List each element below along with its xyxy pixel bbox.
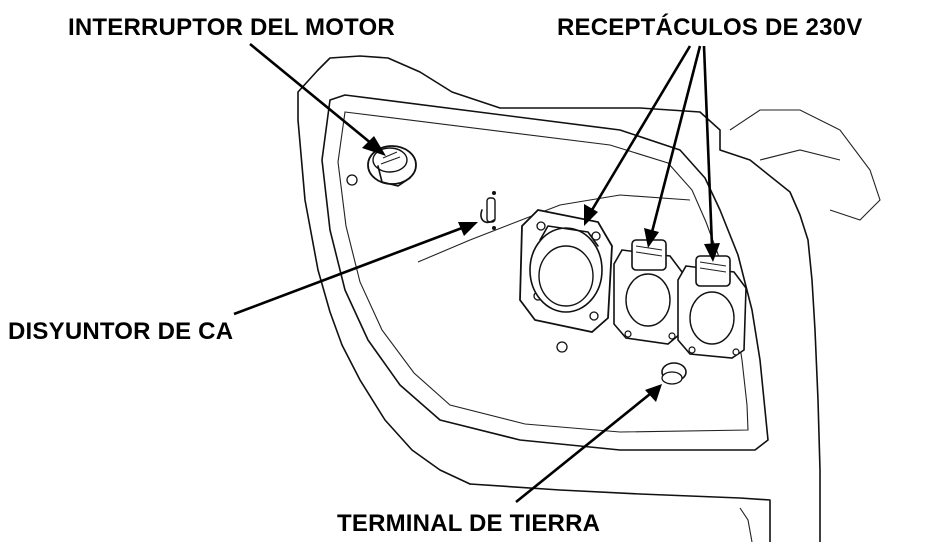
engine-switch-label: INTERRUPTOR DEL MOTOR [68, 14, 395, 41]
ac-breaker-label: DISYUNTOR DE CA [8, 318, 234, 345]
ground-terminal [556, 341, 687, 385]
receptacle-small-1 [613, 239, 683, 345]
callout-arrow-receptacles [584, 45, 720, 262]
ac-breaker-switch [480, 191, 496, 230]
callout-arrow-ground-terminal [515, 384, 662, 504]
ground-terminal-label: TERMINAL DE TIERRA [337, 510, 601, 537]
callout-arrow-ac-breaker [233, 222, 478, 316]
receptacle-large [519, 209, 613, 333]
receptacles-label: RECEPTÁCULOS DE 230V [557, 14, 863, 41]
control-panel-frame [321, 94, 769, 451]
generator-housing [297, 55, 881, 542]
callout-arrow-engine-switch [249, 42, 386, 156]
receptacle-small-2 [677, 255, 747, 359]
